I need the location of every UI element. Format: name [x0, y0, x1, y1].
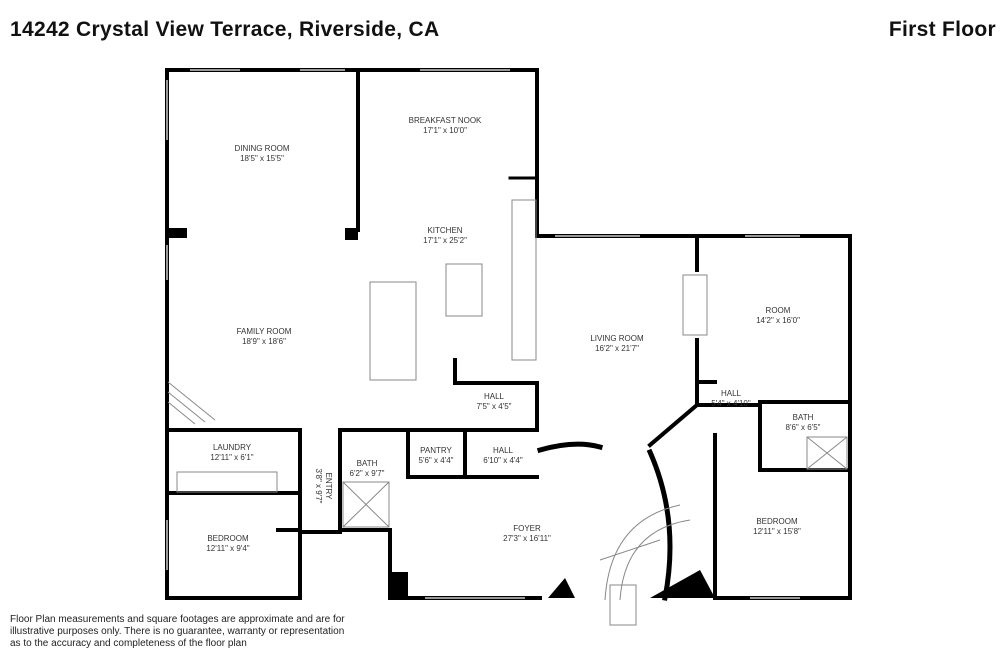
room-size: 5'6" x 4'4"	[419, 456, 454, 465]
disclaimer-line: illustrative purposes only. There is no …	[10, 626, 345, 637]
room-size: 27'3" x 16'11"	[503, 534, 551, 543]
room-size: 16'2" x 21'7"	[595, 344, 639, 353]
room-size: 3'8" x 9'7"	[314, 469, 323, 504]
walls	[165, 68, 852, 601]
room-size: 18'5" x 15'5"	[240, 154, 284, 163]
room-size: 14'2" x 16'0"	[756, 316, 800, 325]
room-name: HALL	[721, 389, 742, 398]
room-name: HALL	[493, 446, 514, 455]
disclaimer-line: Floor Plan measurements and square foota…	[10, 614, 345, 625]
wall-blocks	[167, 228, 715, 598]
room-labels: DINING ROOM 18'5" x 15'5" BREAKFAST NOOK…	[206, 116, 820, 553]
room-name: ROOM	[766, 306, 791, 315]
disclaimer: Floor Plan measurements and square foota…	[10, 614, 345, 650]
room-size: 18'9" x 18'6"	[242, 337, 286, 346]
room-size: 12'11" x 9'4"	[206, 544, 249, 553]
room-size: 5'4" x 4'10"	[711, 399, 751, 408]
room-name: KITCHEN	[427, 226, 462, 235]
room-name: FOYER	[513, 524, 541, 533]
room-size: 6'10" x 4'4"	[483, 456, 523, 465]
room-size: 6'2" x 9'7"	[350, 469, 385, 478]
floor-label: First Floor	[888, 18, 996, 41]
room-name: DINING ROOM	[234, 144, 289, 153]
room-size: 12'11" x 6'1"	[210, 453, 253, 462]
room-name: PANTRY	[420, 446, 452, 455]
room-name: LAUNDRY	[213, 443, 252, 452]
room-name: BEDROOM	[756, 517, 798, 526]
room-name: BEDROOM	[207, 534, 249, 543]
disclaimer-line: as to the accuracy and completeness of t…	[10, 638, 247, 649]
property-address: 14242 Crystal View Terrace, Riverside, C…	[10, 18, 440, 41]
windows	[166, 69, 800, 599]
room-size: 17'1" x 25'2"	[423, 236, 467, 245]
room-name: HALL	[484, 392, 505, 401]
room-name: ENTRY	[324, 473, 333, 501]
room-name: LIVING ROOM	[590, 334, 644, 343]
room-name: FAMILY ROOM	[237, 327, 292, 336]
room-name: BREAKFAST NOOK	[409, 116, 482, 125]
room-size: 7'5" x 4'5"	[477, 402, 512, 411]
room-name: BATH	[357, 459, 378, 468]
fixtures	[167, 199, 848, 626]
room-size: 12'11" x 15'8"	[753, 527, 801, 536]
room-size: 17'1" x 10'0"	[423, 126, 467, 135]
room-name: BATH	[793, 413, 814, 422]
room-size: 8'6" x 6'5"	[786, 423, 821, 432]
